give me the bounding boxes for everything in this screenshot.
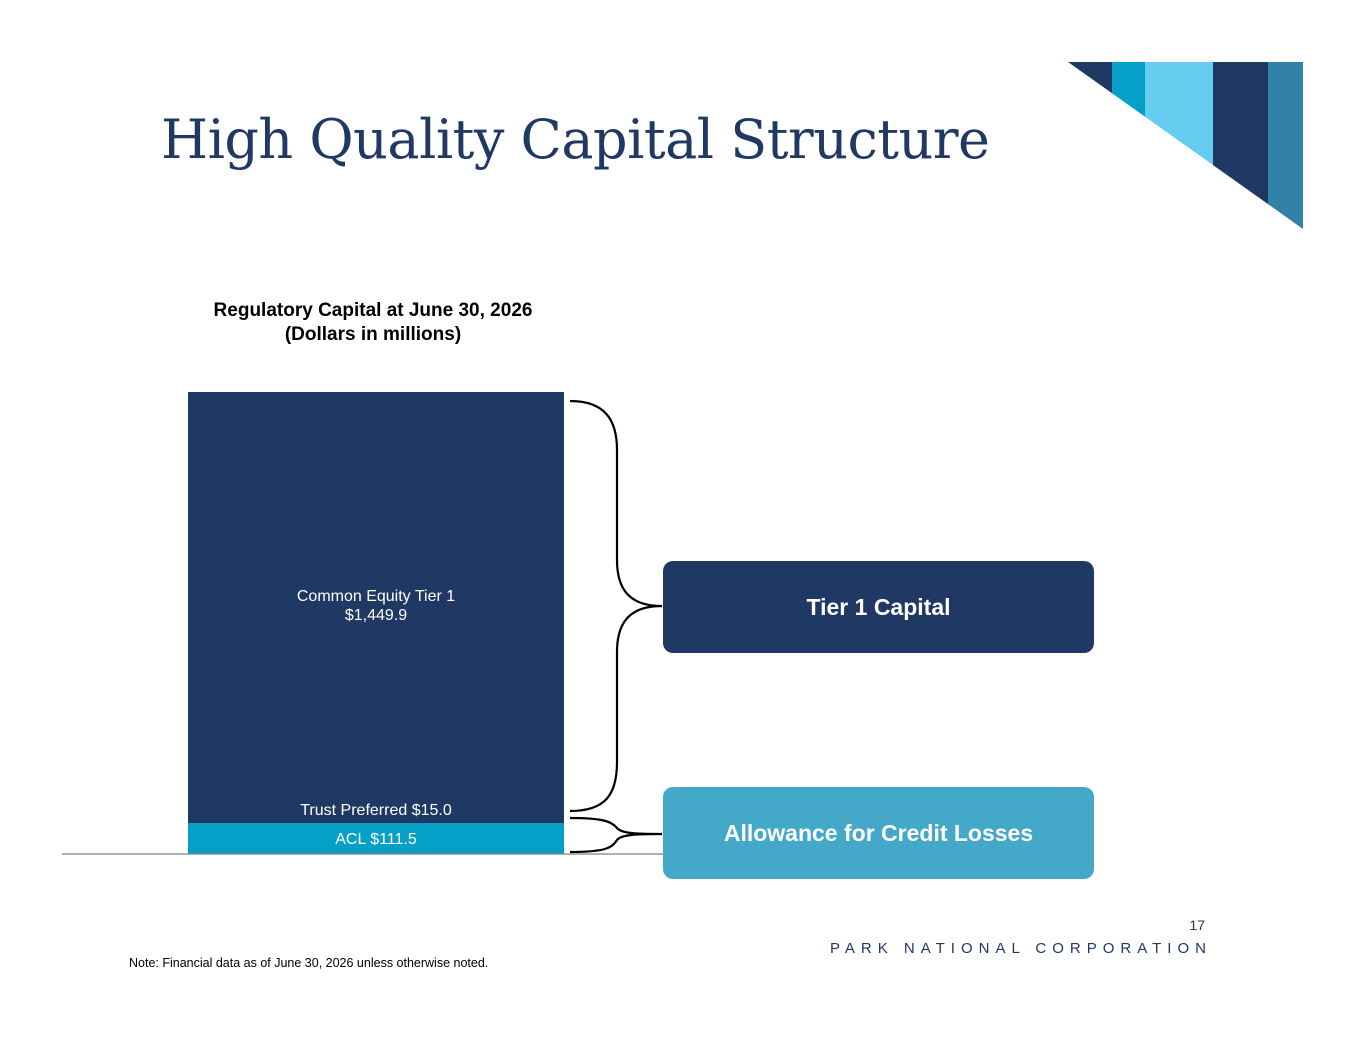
acl-callout-label: Allowance for Credit Losses (723, 819, 1034, 846)
chart-title-line: Regulatory Capital at June 30, 2026 (213, 300, 533, 321)
acl-callout: Allowance for Credit Losses (663, 787, 1094, 879)
chart-title: Regulatory Capital at June 30, 2026 (Dol… (173, 299, 573, 347)
trust-preferred-label: Trust Preferred $15.0 (300, 802, 452, 819)
corner-decoration (1068, 62, 1303, 229)
acl-label: ACL $111.5 (335, 831, 417, 848)
tier1-capital-callout: Tier 1 Capital (663, 561, 1094, 653)
acl-brace (569, 816, 663, 854)
bar-segment-cet1 (188, 392, 564, 823)
bar-segment-trust-preferred (188, 792, 564, 823)
chart-subtitle: (Dollars in millions) (284, 324, 462, 345)
bar-segment-acl (188, 823, 564, 854)
deco-stripe-steel (1268, 62, 1303, 229)
company-name: PARK NATIONAL CORPORATION (830, 940, 1212, 957)
page-title: High Quality Capital Structure (161, 108, 990, 171)
cet1-label: Common Equity Tier 1 (297, 588, 455, 605)
tier1-capital-label: Tier 1 Capital (806, 593, 951, 620)
tier1-brace (569, 399, 663, 813)
page-number: 17 (1189, 917, 1205, 933)
cet1-value-label: $1,449.9 (345, 607, 407, 624)
footnote: Note: Financial data as of June 30, 2026… (129, 956, 489, 970)
